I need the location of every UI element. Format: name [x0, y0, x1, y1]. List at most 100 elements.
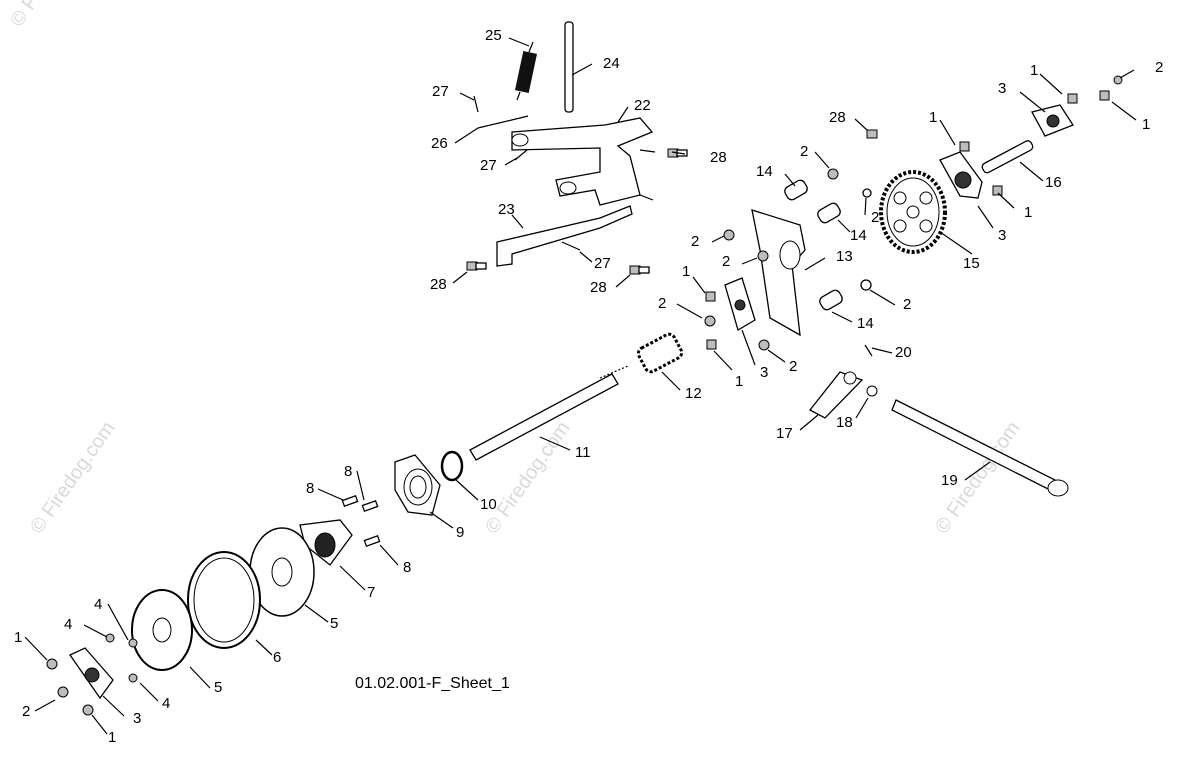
- callout-26: 27: [594, 255, 611, 272]
- callout-2: 2: [691, 233, 699, 250]
- nut: [128, 673, 138, 683]
- callout-10: 10: [480, 496, 497, 513]
- callout-2: 2: [789, 358, 797, 375]
- callout-2: 2: [22, 703, 30, 720]
- callout-17: 17: [776, 425, 793, 442]
- bolt: [341, 494, 359, 508]
- bearing-flange: [1031, 104, 1074, 137]
- cotter-pin: [561, 241, 581, 251]
- callout-28: 28: [710, 149, 727, 166]
- nut: [57, 686, 69, 698]
- callout-1: 1: [682, 263, 690, 280]
- pin: [864, 344, 873, 357]
- spacer: [784, 179, 808, 201]
- nut: [723, 229, 735, 241]
- callout-3: 3: [998, 80, 1006, 97]
- nut: [862, 188, 872, 198]
- spring: [514, 41, 538, 101]
- nut: [704, 315, 716, 327]
- bearing-flange: [939, 151, 983, 199]
- bolt: [706, 339, 717, 350]
- nut: [757, 250, 769, 262]
- bolt: [866, 129, 878, 139]
- callout-6: 6: [273, 649, 281, 666]
- callout-11: 11: [575, 444, 591, 461]
- callout-2: 2: [800, 143, 808, 160]
- bearing-flange: [724, 277, 756, 331]
- callout-19: 19: [941, 472, 958, 489]
- bolt: [361, 499, 379, 513]
- callout-1: 1: [1030, 62, 1038, 79]
- callout-2: 2: [871, 209, 879, 226]
- leader-lines: [24, 37, 1137, 735]
- callout-2: 2: [903, 296, 911, 313]
- bolt: [629, 265, 650, 275]
- watermark-top-left: © Firedog.com: [6, 0, 99, 31]
- callout-8: 8: [306, 480, 314, 497]
- spacer: [819, 289, 843, 311]
- spacer: [817, 202, 841, 224]
- callout-14: 14: [850, 227, 867, 244]
- bolt: [1067, 93, 1078, 104]
- callout-2: 2: [1155, 59, 1163, 76]
- callout-18: 18: [836, 414, 853, 431]
- callout-16: 16: [1045, 174, 1062, 191]
- callout-14: 14: [756, 163, 773, 180]
- callout-27: 27: [432, 83, 449, 100]
- watermarks: © Firedog.com © Firedog.com © Firedog.co…: [6, 0, 1024, 538]
- callout-15: 15: [963, 255, 980, 272]
- callout-2: 2: [722, 253, 730, 270]
- callout-12: 12: [685, 385, 702, 402]
- bolt: [992, 185, 1003, 196]
- callout-1: 1: [735, 373, 743, 390]
- watermark-center: © Firedog.com: [481, 418, 574, 538]
- callout-1: 1: [1142, 116, 1150, 133]
- friction-wheel-disc: [131, 589, 193, 671]
- callout-5: 5: [214, 679, 222, 696]
- snap-ring: [440, 450, 464, 482]
- callout-23: 24: [603, 55, 620, 72]
- shift-rod: [564, 21, 574, 113]
- callout-25: 26: [431, 135, 448, 152]
- nut: [860, 279, 872, 291]
- callout-13: 13: [836, 248, 853, 265]
- watermark-left: © Firedog.com: [26, 418, 119, 538]
- pinion-gear: [636, 332, 684, 374]
- bolt: [705, 291, 716, 302]
- callout-labels: 25 24 22 27 26 27 28 23 27 28 28 28 2 14…: [14, 27, 1163, 746]
- callout-28: 28: [829, 109, 846, 126]
- callout-4: 4: [94, 596, 102, 613]
- callout-22: 23: [498, 201, 515, 218]
- bolt: [466, 261, 487, 271]
- callout-5: 5: [330, 615, 338, 632]
- callout-3: 3: [133, 710, 141, 727]
- nut: [758, 339, 770, 351]
- callout-14: 14: [857, 315, 874, 332]
- bearing-flange: [69, 647, 114, 700]
- shifter-bracket: [511, 117, 654, 206]
- callout-8: 8: [403, 559, 411, 576]
- callout-4: 4: [64, 616, 72, 633]
- large-gear: [879, 170, 947, 254]
- callout-3: 3: [760, 364, 768, 381]
- drive-ring: [187, 551, 261, 649]
- bolt: [363, 534, 381, 548]
- bolt: [1099, 90, 1110, 101]
- mounting-plate: [751, 209, 806, 337]
- nut: [105, 633, 115, 643]
- shift-lever-group: [809, 344, 1069, 497]
- bearing-housing: [394, 454, 441, 516]
- drive-shaft: [469, 373, 619, 461]
- callout-28: 28: [430, 276, 447, 293]
- callout-4: 4: [162, 695, 170, 712]
- callout-7: 7: [367, 584, 375, 601]
- callout-28: 28: [590, 279, 607, 296]
- shift-arm: [496, 205, 633, 267]
- callout-2: 2: [658, 295, 666, 312]
- callout-1: 1: [929, 109, 937, 126]
- callout-3: 3: [998, 227, 1006, 244]
- callout-9: 9: [456, 524, 464, 541]
- nut: [46, 658, 58, 670]
- hub: [299, 519, 353, 566]
- callout-1: 1: [14, 629, 22, 646]
